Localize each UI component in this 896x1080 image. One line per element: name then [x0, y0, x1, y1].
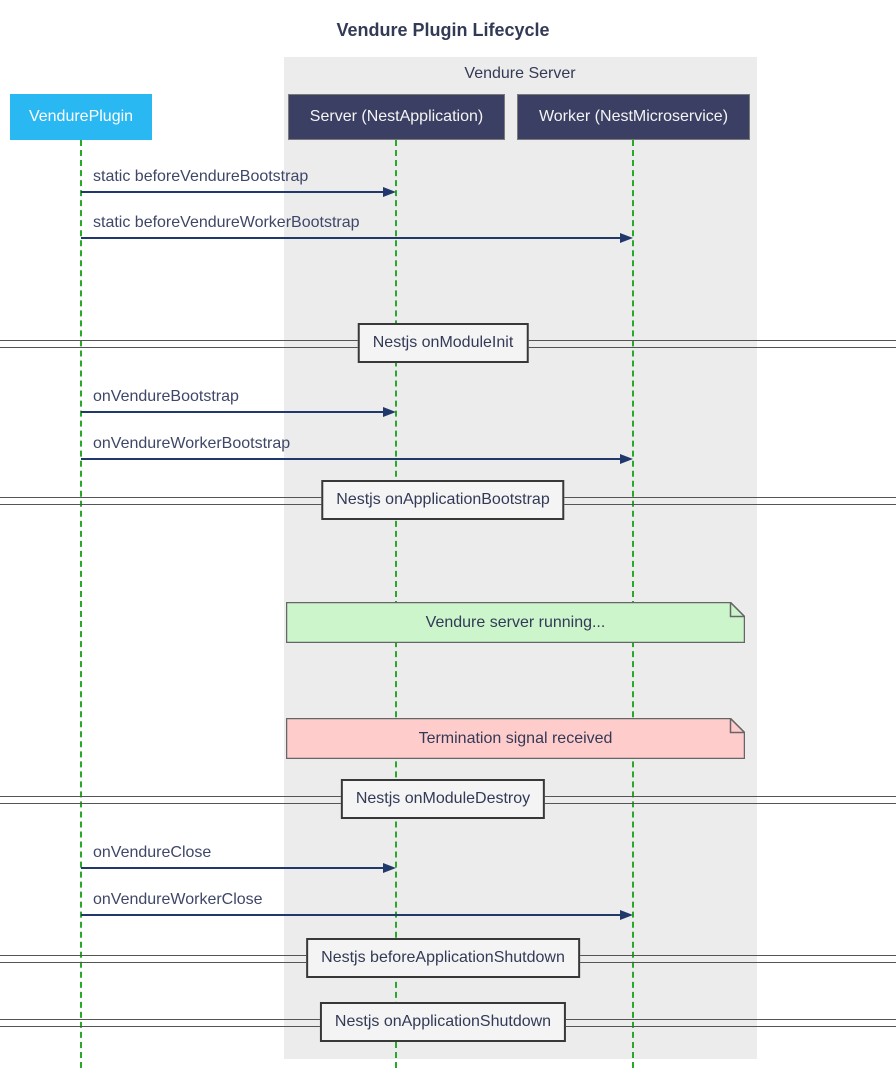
message-label: onVendureBootstrap: [93, 388, 239, 405]
divider-label-box: Nestjs onModuleDestroy: [340, 779, 546, 819]
arrowhead-icon: [620, 233, 633, 243]
note-vendure-server-running: Vendure server running...: [286, 602, 745, 643]
actor-vendureplugin: VendurePlugin: [10, 94, 152, 140]
arrowhead-icon: [620, 454, 633, 464]
message-label: onVendureWorkerBootstrap: [93, 435, 291, 452]
divider-label-box: Nestjs onApplicationBootstrap: [321, 480, 565, 520]
message-label: static beforeVendureWorkerBootstrap: [93, 214, 360, 231]
message-arrow-line: [81, 914, 620, 916]
note-termination-signal: Termination signal received: [286, 718, 745, 759]
arrowhead-icon: [383, 187, 396, 197]
arrowhead-icon: [383, 407, 396, 417]
message-label: onVendureClose: [93, 844, 212, 861]
lifeline-vendureplugin: [80, 140, 82, 1068]
note-shape: [286, 602, 745, 643]
arrowhead-icon: [383, 863, 396, 873]
actor-server: Server (NestApplication): [288, 94, 505, 140]
note-shape: [286, 718, 745, 759]
note-fold-corner-icon: [729, 718, 745, 734]
actor-worker: Worker (NestMicroservice): [517, 94, 750, 140]
message-arrow-line: [81, 191, 383, 193]
message-label: onVendureWorkerClose: [93, 891, 263, 908]
note-text: Termination signal received: [418, 729, 613, 747]
vendure-server-group-label: Vendure Server: [464, 65, 576, 82]
message-arrow-line: [81, 237, 620, 239]
note-fold-corner-icon: [729, 602, 745, 618]
arrowhead-icon: [620, 910, 633, 920]
note-text: Vendure server running...: [425, 613, 606, 631]
message-label: static beforeVendureBootstrap: [93, 168, 309, 185]
message-arrow-line: [81, 458, 620, 460]
vendure-server-group-box: [284, 57, 757, 1059]
divider-label-box: Nestjs onModuleInit: [357, 323, 529, 363]
divider-label-box: Nestjs onApplicationShutdown: [319, 1002, 567, 1042]
divider-label-box: Nestjs beforeApplicationShutdown: [306, 938, 580, 978]
diagram-title: Vendure Plugin Lifecycle: [336, 20, 550, 40]
message-arrow-line: [81, 867, 383, 869]
actor-worker-label: Worker (NestMicroservice): [538, 108, 729, 125]
message-arrow-line: [81, 411, 383, 413]
actor-server-label: Server (NestApplication): [309, 108, 484, 125]
actor-vendureplugin-label: VendurePlugin: [28, 108, 134, 125]
